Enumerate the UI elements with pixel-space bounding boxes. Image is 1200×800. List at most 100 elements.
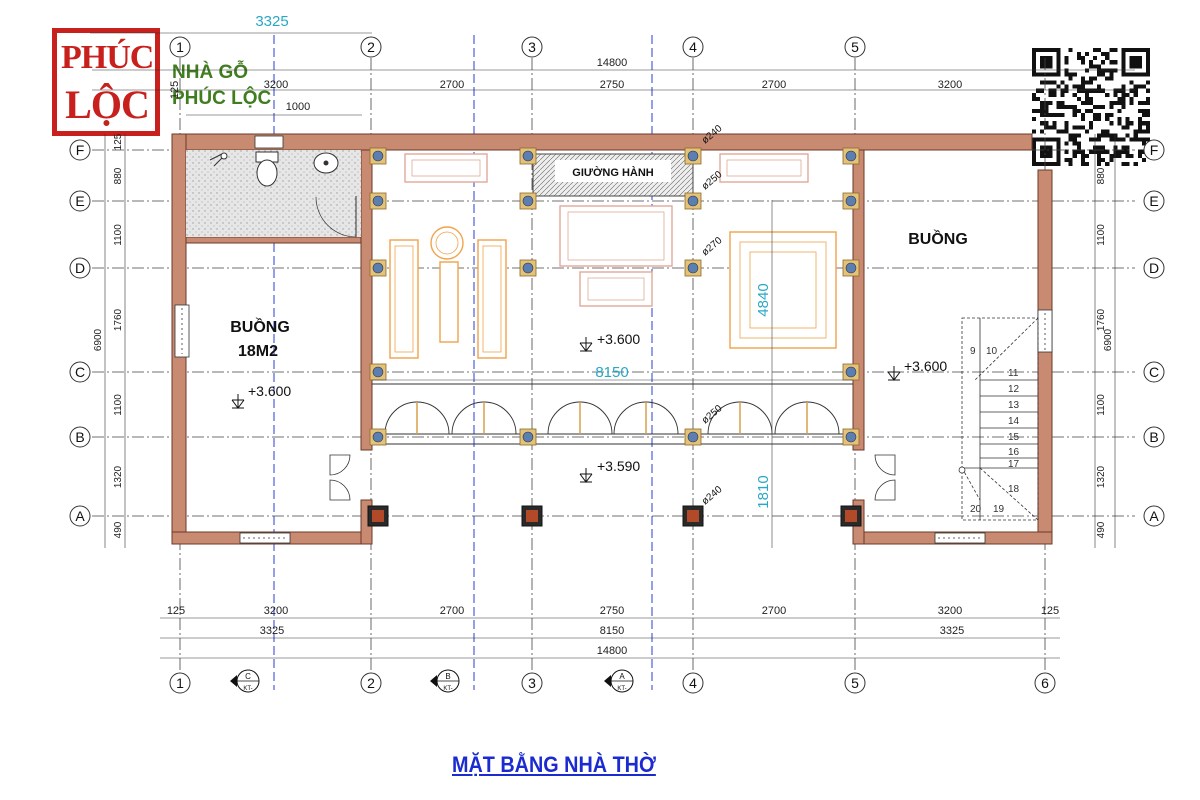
column-round [369, 192, 387, 210]
svg-text:E: E [75, 193, 84, 209]
col-d270: ø270 [700, 235, 725, 258]
column-round [369, 363, 387, 381]
stair-20: 20 [970, 504, 982, 515]
grid-col-bubble-5: 5 [844, 672, 866, 694]
bottom-dim-125a: 125 [167, 605, 185, 617]
stair-11: 11 [1008, 368, 1019, 379]
stair-15: 15 [1008, 432, 1020, 443]
col-d250-front: ø250 [700, 403, 725, 426]
level-verandah: +3.590 [597, 458, 640, 474]
dim-1810: 1810 [755, 475, 772, 508]
svg-text:KT-: KT- [443, 686, 452, 692]
svg-text:B: B [75, 429, 84, 445]
left-dim-490: 490 [113, 521, 124, 538]
svg-text:A: A [75, 508, 85, 524]
stair-18: 18 [1008, 484, 1020, 495]
grid-col-bubble-2: 2 [360, 36, 382, 58]
bottom-dim-total: 14800 [597, 645, 628, 657]
room-left-label: BUỒNG [230, 317, 290, 336]
bottom-dim-right: 3325 [940, 625, 964, 637]
grid-col-bubble-3: 3 [521, 672, 543, 694]
grid-row-bubble-C: C [1143, 361, 1165, 383]
stair-19: 19 [993, 504, 1005, 515]
bottom-dimension-texts: 125 3200 2700 2750 2700 3200 125 3325 81… [167, 605, 1059, 657]
svg-text:4: 4 [689, 675, 697, 691]
column-round [684, 259, 702, 277]
grid-col-bubble-1: 1 [169, 36, 191, 58]
hall-furniture [404, 153, 809, 307]
svg-text:C: C [75, 364, 85, 380]
grid-row-bubble-A: A [1143, 505, 1165, 527]
section-marker-A: A KT- [604, 669, 634, 693]
walls [171, 133, 1053, 545]
stair-10: 10 [986, 346, 998, 357]
svg-text:2: 2 [367, 675, 375, 691]
bottom-dim-left: 3325 [260, 625, 284, 637]
dim-4840: 4840 [755, 283, 772, 316]
right-dim-1320: 1320 [1096, 465, 1107, 488]
grid-row-bubble-B: B [1143, 426, 1165, 448]
column-round [519, 147, 537, 165]
column-round [842, 363, 860, 381]
stair-16: 16 [1008, 447, 1020, 458]
svg-text:B: B [1149, 429, 1158, 445]
column-round [519, 192, 537, 210]
stair-numbers: 9 10 11 12 13 14 15 16 17 18 19 20 [970, 346, 1020, 515]
level-values: +3.600 +3.600 +3.600 +3.590 [248, 331, 947, 474]
stair-12: 12 [1008, 384, 1020, 395]
side-dimension-texts: 6900 880 1100 1760 1100 1320 490 125 690… [93, 133, 1114, 538]
svg-text:A: A [1149, 508, 1159, 524]
right-dim-880: 880 [1096, 167, 1107, 184]
side-dimension-lines [104, 134, 1116, 548]
grid-col-bubble-6: 6 [1034, 672, 1056, 694]
grid-row-bubble-E: E [1143, 190, 1165, 212]
logo-line2: LỘC [65, 82, 150, 127]
left-dim-1100a: 1100 [113, 224, 124, 246]
left-dim-1100b: 1100 [113, 394, 124, 416]
room-labels: BUỒNG 18M2 BUỒNG [230, 229, 968, 360]
level-right: +3.600 [904, 358, 947, 374]
round-columns [369, 147, 860, 446]
stair-9: 9 [970, 346, 976, 357]
column-round [684, 192, 702, 210]
column-round [842, 259, 860, 277]
level-hall: +3.600 [597, 331, 640, 347]
altar-furniture [389, 226, 837, 359]
drawing-title: MẶT BẰNG NHÀ THỜ [452, 752, 656, 777]
top-dim-span4: 2700 [762, 79, 786, 91]
bottom-dim-span3: 2750 [600, 605, 624, 617]
column-square [521, 505, 543, 527]
brand-name-line2: PHÚC LỘC [172, 88, 272, 109]
section-marker-C: C KT- [230, 669, 260, 693]
svg-text:6: 6 [1041, 675, 1049, 691]
grid-col-bubble-4: 4 [682, 672, 704, 694]
bottom-dim-span4: 2700 [762, 605, 786, 617]
column-square [840, 505, 862, 527]
svg-text:KT-: KT- [617, 686, 626, 692]
dim-8150: 8150 [595, 364, 628, 381]
svg-text:A: A [619, 672, 625, 681]
left-dim-1760: 1760 [113, 308, 124, 331]
brand-logo: PHÚC LỘC [52, 28, 160, 136]
top-dim-125: 125 [169, 81, 181, 99]
top-dim-3325: 3325 [255, 13, 288, 30]
svg-text:D: D [75, 260, 85, 276]
grid-row-bubble-E: E [69, 190, 91, 212]
entry-doors [329, 454, 896, 501]
top-dim-span1: 3200 [264, 79, 288, 91]
svg-text:KT-: KT- [243, 686, 252, 692]
bottom-dimension-lines [160, 617, 1060, 659]
left-dim-1320: 1320 [113, 465, 124, 488]
right-dim-total: 6900 [1103, 328, 1114, 351]
column-round [519, 259, 537, 277]
svg-text:C: C [1149, 364, 1159, 380]
square-columns [367, 505, 862, 527]
left-dim-880: 880 [113, 167, 124, 184]
grid-col-bubble-2: 2 [360, 672, 382, 694]
grid-row-bubble-B: B [69, 426, 91, 448]
section-marker-B: BKT- [430, 669, 460, 693]
svg-text:C: C [245, 672, 251, 681]
grid-col-bubble-4: 4 [682, 36, 704, 58]
